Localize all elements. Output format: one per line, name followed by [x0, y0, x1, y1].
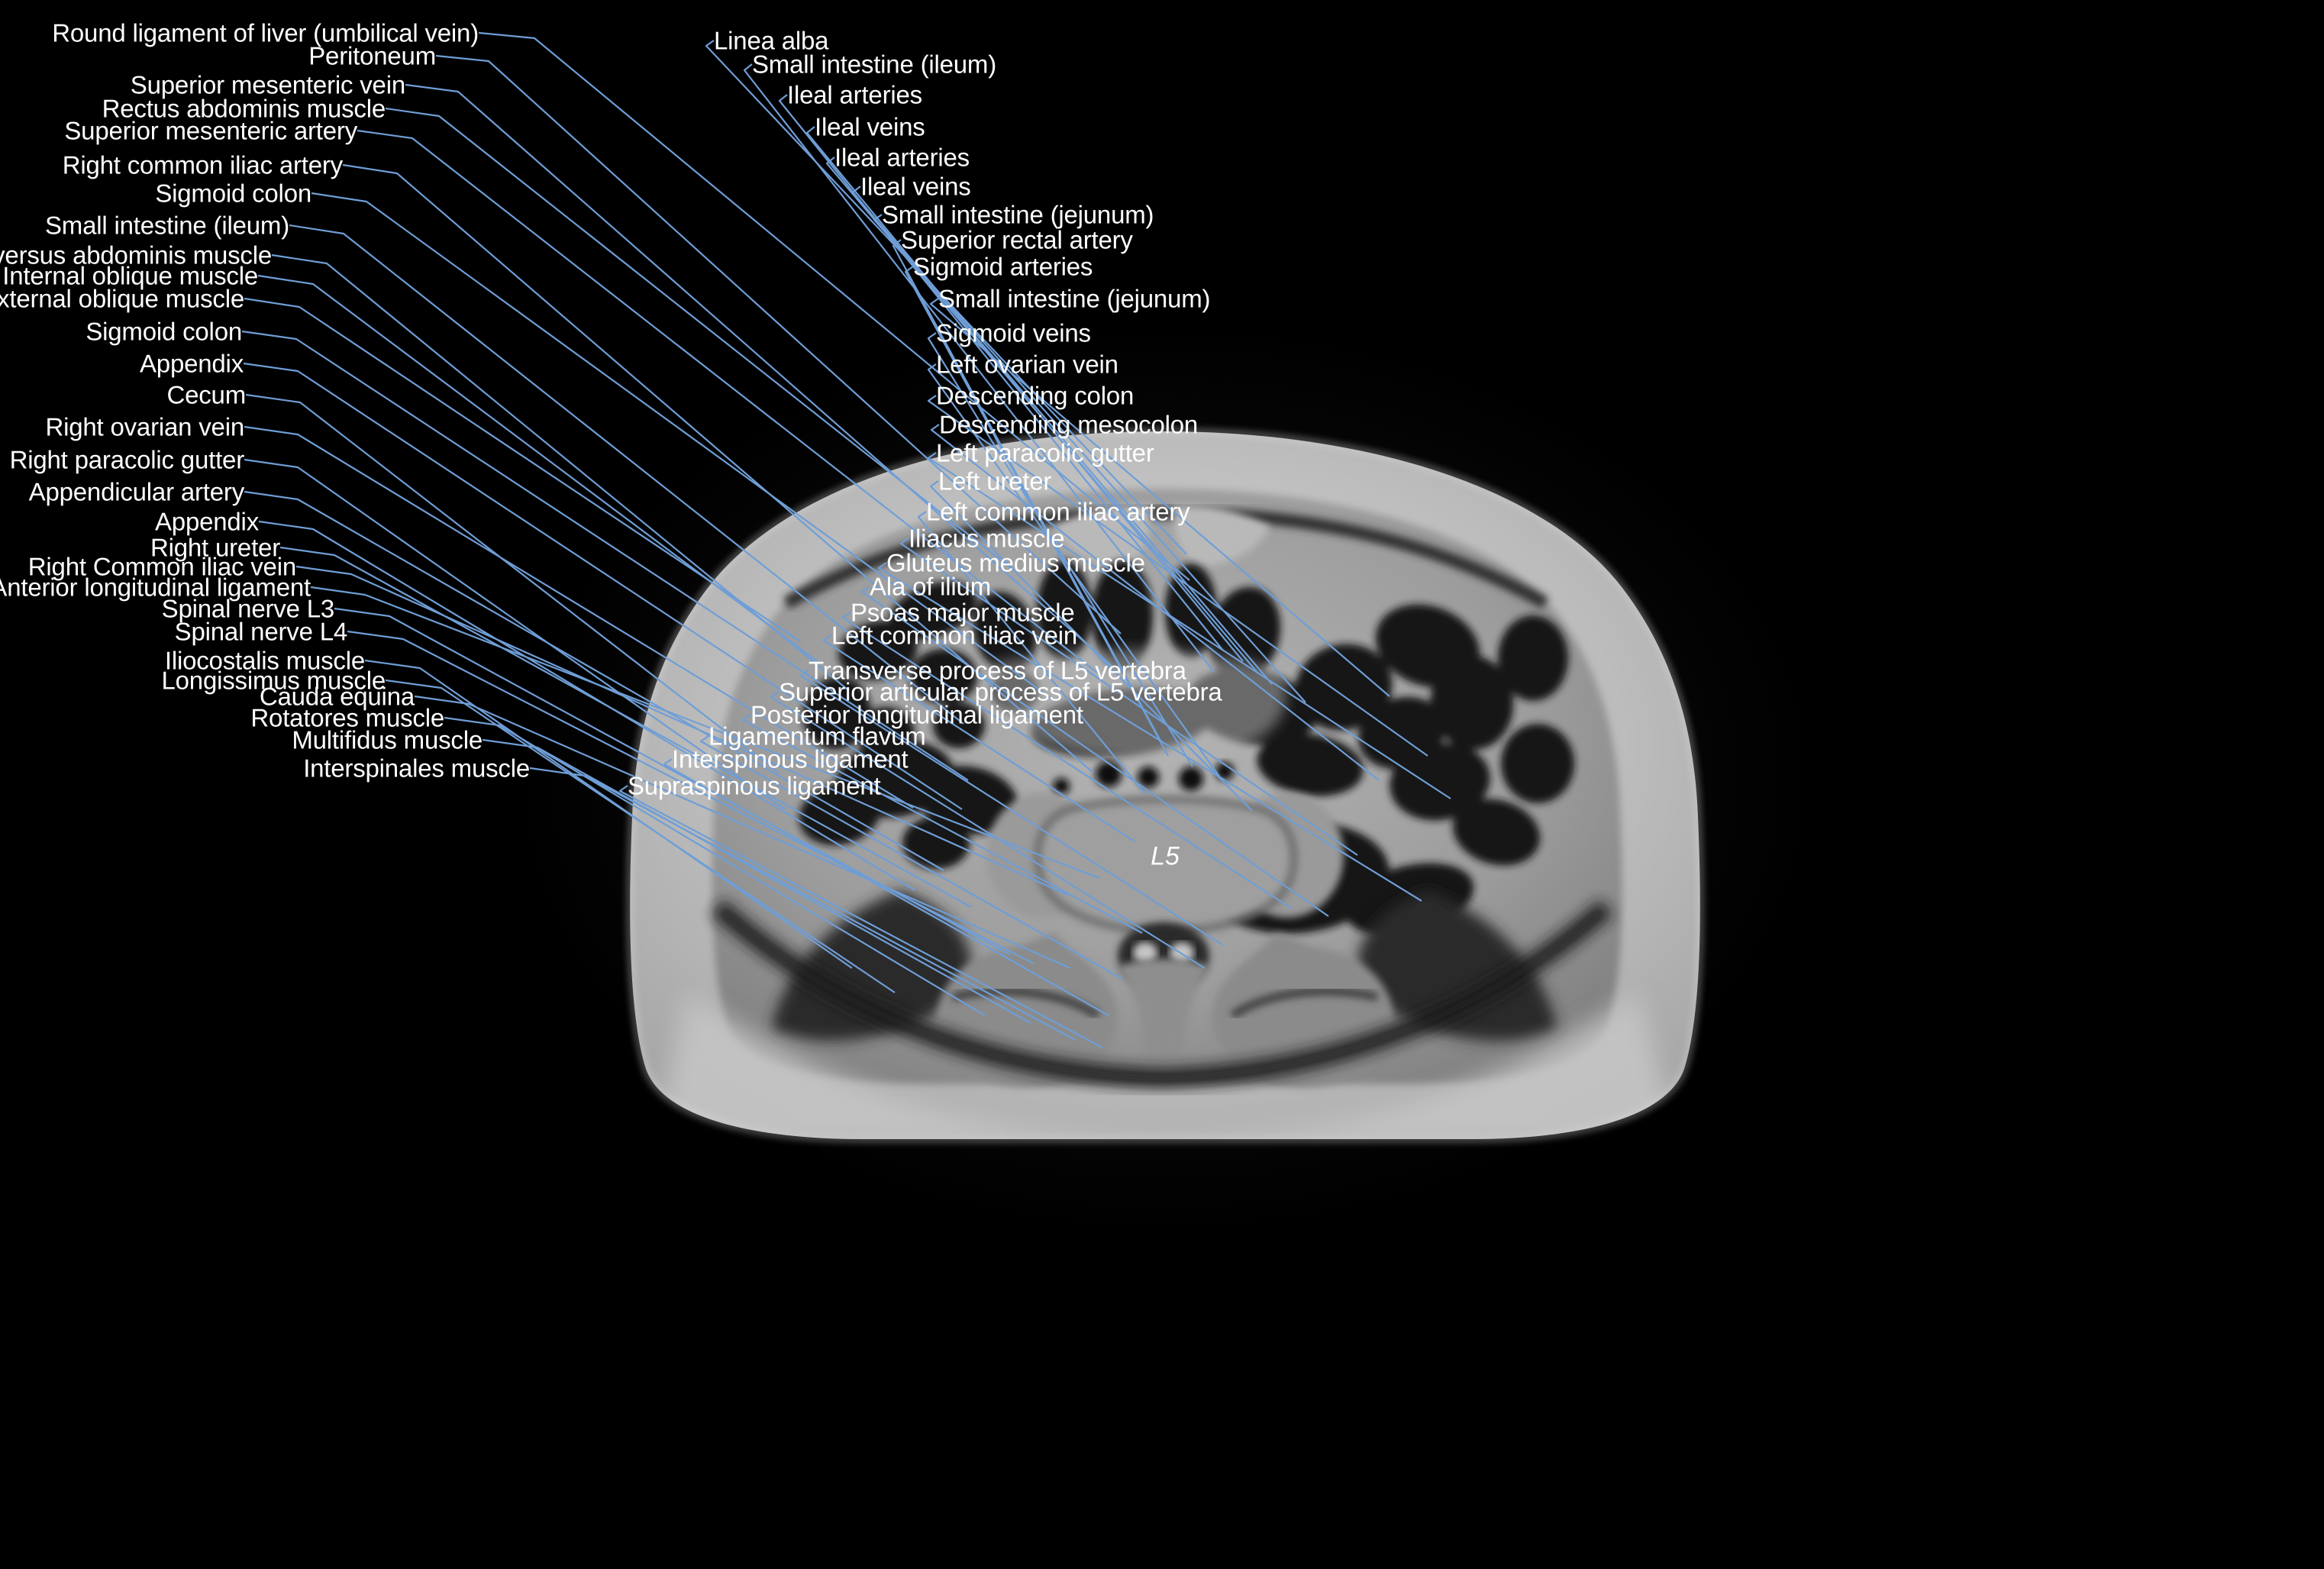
- anatomy-label-descending-mesocolon: Descending mesocolon: [939, 410, 1199, 439]
- anatomy-label-spinal-nerve-l3: Spinal nerve L3: [161, 594, 335, 623]
- anatomy-label-ileal-veins: Ileal veins: [815, 112, 925, 141]
- anatomy-label-small-intestine-ileum: Small intestine (ileum): [752, 50, 997, 79]
- anatomy-label-superior-articular-process-of-l5-vertebra: Superior articular process of L5 vertebr…: [779, 677, 1222, 706]
- anatomy-label-right-common-iliac-vein: Right Common iliac vein: [27, 552, 296, 581]
- anatomy-label-small-intestine-jejunum: Small intestine (jejunum): [938, 284, 1211, 313]
- anatomy-label-peritoneum: Peritoneum: [308, 41, 436, 70]
- anatomy-label-iliacus-muscle: Iliacus muscle: [909, 524, 1065, 553]
- anatomy-label-right-ureter: Right ureter: [150, 533, 280, 562]
- anatomy-label-sigmoid-colon: Sigmoid colon: [155, 179, 311, 208]
- anatomy-label-appendix: Appendix: [139, 349, 244, 378]
- anatomy-label-ileal-veins: Ileal veins: [860, 172, 971, 201]
- anatomy-label-ligamentum-flavum: Ligamentum flavum: [708, 722, 926, 751]
- anatomy-label-descending-colon: Descending colon: [936, 381, 1135, 410]
- anatomy-label-transversus-abdominis-muscle: Transversus abdominis muscle: [0, 241, 272, 270]
- anatomy-label-rectus-abdominis-muscle: Rectus abdominis muscle: [102, 94, 386, 123]
- anatomy-label-interspinous-ligament: Interspinous ligament: [672, 744, 909, 773]
- anatomy-label-cecum: Cecum: [166, 380, 246, 409]
- anatomy-label-right-paracolic-gutter: Right paracolic gutter: [9, 445, 245, 474]
- anatomy-label-appendix: Appendix: [154, 507, 259, 536]
- anatomy-label-left-common-iliac-artery: Left common iliac artery: [926, 497, 1190, 526]
- anatomy-label-ala-of-ilium: Ala of ilium: [870, 572, 991, 601]
- anatomy-label-gluteus-medius-muscle: Gluteus medius muscle: [886, 548, 1145, 577]
- anatomy-label-longissimus-muscle: Longissimus muscle: [161, 666, 386, 695]
- anatomy-label-small-intestine-jejunum: Small intestine (jejunum): [882, 200, 1154, 229]
- anatomy-label-right-ovarian-vein: Right ovarian vein: [45, 412, 244, 441]
- anatomy-label-interspinales-muscle: Interspinales muscle: [303, 754, 530, 783]
- anatomy-label-sigmoid-colon: Sigmoid colon: [86, 317, 242, 346]
- anatomy-label-cauda-equina: Cauda equina: [259, 682, 415, 711]
- anatomy-label-left-ureter: Left ureter: [938, 467, 1052, 496]
- anatomy-label-sigmoid-arteries: Sigmoid arteries: [913, 252, 1093, 281]
- anatomy-label-superior-mesenteric-artery: Superior mesenteric artery: [64, 116, 357, 145]
- anatomy-label-appendicular-artery: Appendicular artery: [28, 477, 245, 506]
- vertebra-marker-l5: L5: [1151, 841, 1180, 871]
- anatomy-label-sigmoid-veins: Sigmoid veins: [936, 318, 1091, 347]
- anatomy-label-right-common-iliac-artery: Right common iliac artery: [62, 150, 343, 179]
- anatomy-label-transverse-process-of-l5-vertebra: Transverse process of L5 vertebra: [809, 656, 1186, 685]
- anatomy-label-rotatores-muscle: Rotatores muscle: [250, 703, 444, 732]
- anatomy-label-superior-mesenteric-vein: Superior mesenteric vein: [130, 70, 405, 99]
- anatomy-label-superior-rectal-artery: Superior rectal artery: [901, 225, 1133, 254]
- anatomy-label-external-oblique-muscle: External oblique muscle: [0, 284, 244, 313]
- anatomy-label-ileal-arteries: Ileal arteries: [787, 80, 922, 109]
- anatomy-label-linea-alba: Linea alba: [714, 26, 829, 55]
- anatomy-label-posterior-longitudinal-ligament: Posterior longitudinal ligament: [750, 700, 1083, 729]
- anatomy-label-ileal-arteries: Ileal arteries: [834, 143, 970, 172]
- anatomy-label-multifidus-muscle: Multifidus muscle: [292, 725, 483, 754]
- anatomy-label-left-paracolic-gutter: Left paracolic gutter: [936, 438, 1154, 467]
- anatomy-label-internal-oblique-muscle: Internal oblique muscle: [2, 261, 258, 290]
- anatomy-label-left-common-iliac-vein: Left common iliac vein: [831, 621, 1078, 650]
- anatomy-label-psoas-major-muscle: Psoas major muscle: [851, 598, 1075, 627]
- anatomy-label-iliocostalis-muscle: Iliocostalis muscle: [164, 646, 365, 675]
- anatomy-label-anterior-longitudinal-ligament: Anterior longitudinal ligament: [0, 573, 311, 602]
- anatomy-label-left-ovarian-vein: Left ovarian vein: [936, 350, 1118, 379]
- anatomy-label-supraspinous-ligament: Supraspinous ligament: [628, 771, 881, 800]
- anatomy-label-spinal-nerve-l4: Spinal nerve L4: [174, 617, 348, 646]
- anatomy-label-round-ligament-of-liver-umbilical-vein: Round ligament of liver (umbilical vein): [52, 18, 479, 47]
- anatomy-label-small-intestine-ileum: Small intestine (ileum): [44, 211, 289, 240]
